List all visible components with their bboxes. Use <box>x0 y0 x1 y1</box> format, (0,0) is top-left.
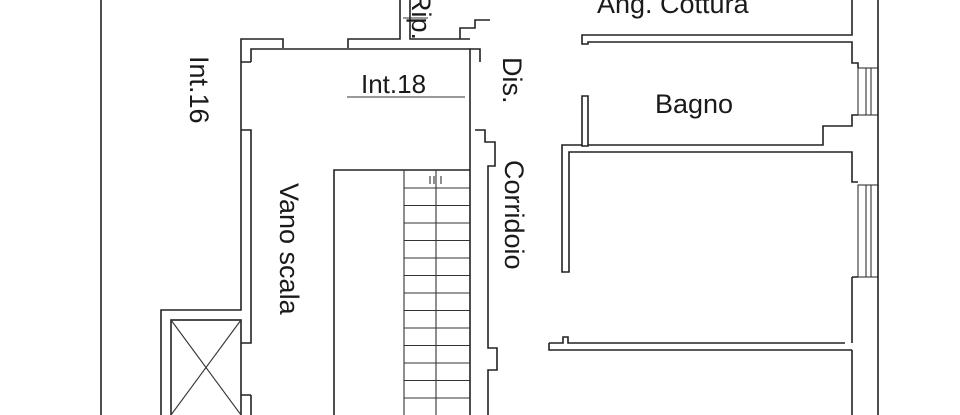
stairwell-outer-wall <box>160 38 284 415</box>
window <box>857 67 879 116</box>
staircase <box>333 169 470 415</box>
stairwell-inner-wall <box>250 48 471 415</box>
label-storage: Rip. <box>406 0 436 40</box>
room-divider-wall <box>548 276 858 415</box>
label-unit-16: Int.16 <box>184 56 214 124</box>
kitchenette-wall <box>581 0 859 68</box>
label-kitchenette: Ang. Cottura <box>597 0 750 19</box>
label-corridor: Corridoio <box>499 160 529 270</box>
label-landing: Dis. <box>497 57 527 104</box>
elevator-shaft <box>170 319 242 415</box>
window <box>857 184 879 278</box>
label-unit-18: Int.18 <box>361 69 426 99</box>
label-stairwell: Vano scala <box>274 183 304 316</box>
bathroom-walls <box>561 95 858 273</box>
label-bathroom: Bagno <box>655 89 733 119</box>
storage-walls <box>347 0 490 48</box>
stairwell-wall-jog <box>241 61 252 415</box>
int18-right-wall <box>470 48 498 415</box>
